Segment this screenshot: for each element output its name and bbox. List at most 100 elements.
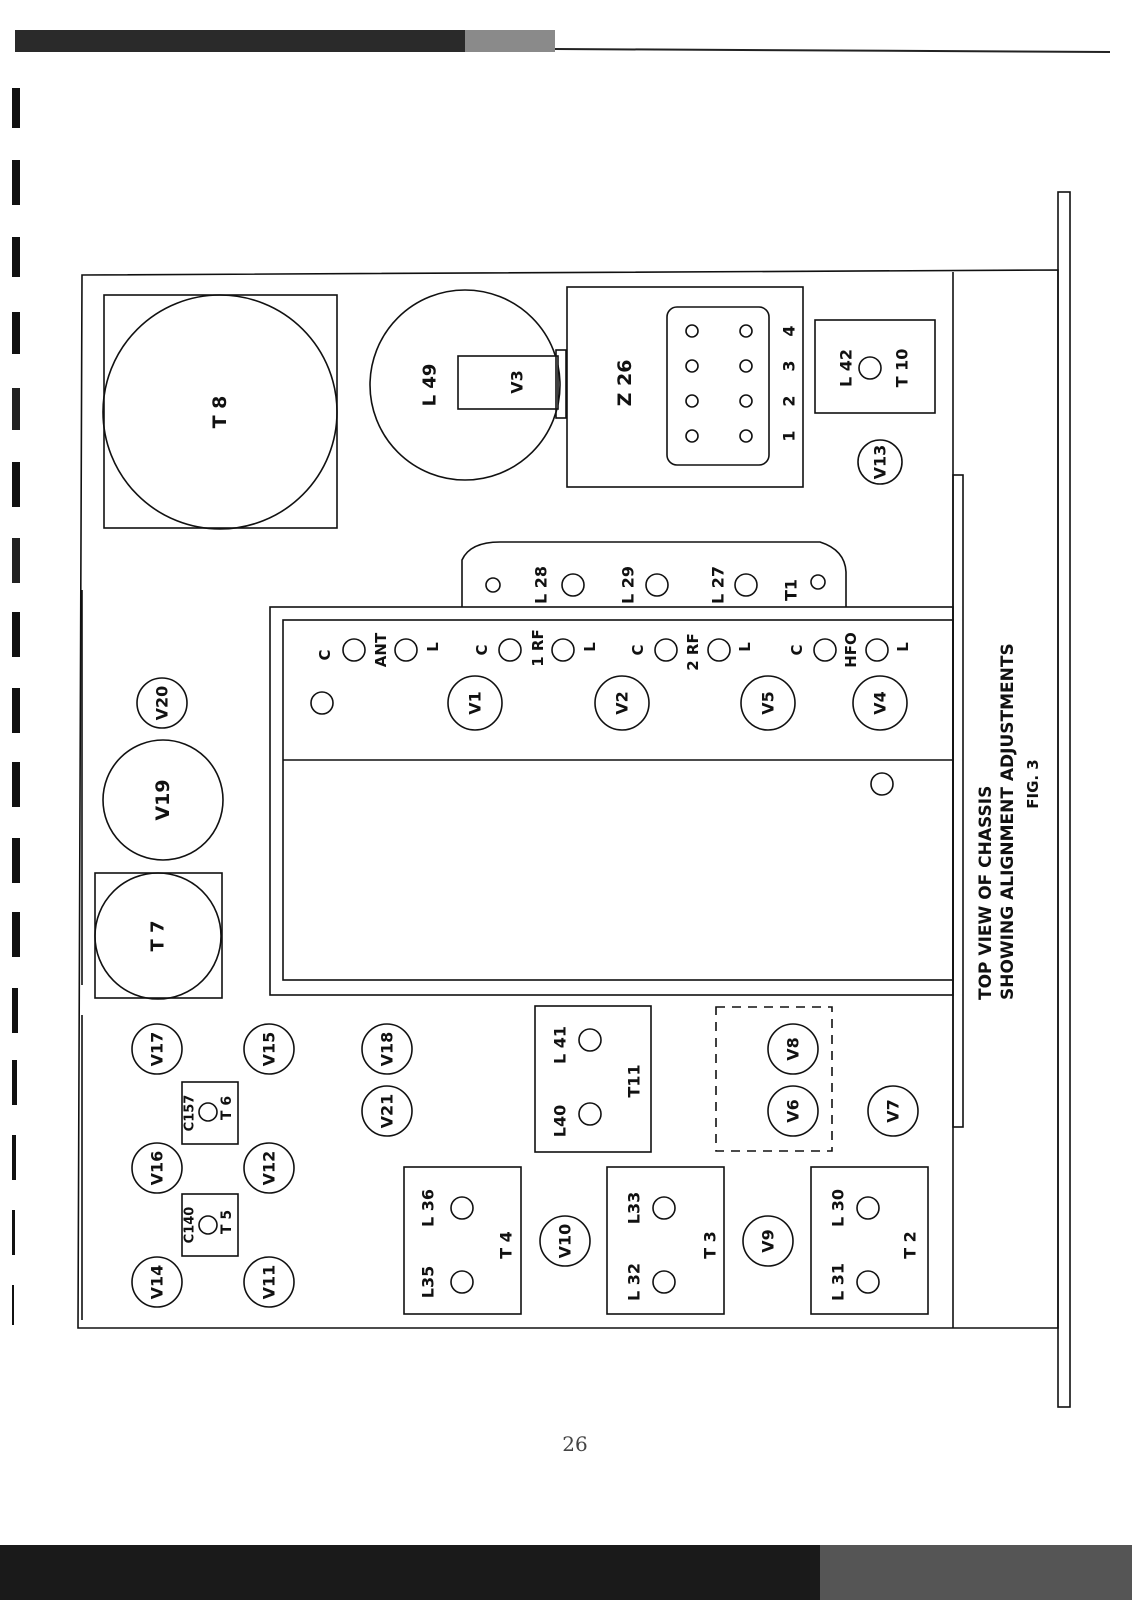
label-t7: T 7 bbox=[148, 920, 169, 951]
adjust-hole-22 bbox=[856, 1196, 880, 1220]
tube-label-v11: V11 bbox=[260, 1265, 279, 1300]
tube-v15 bbox=[243, 1023, 295, 1075]
tube-v17 bbox=[131, 1023, 183, 1075]
label-t10: T 10 bbox=[893, 349, 912, 388]
z26-hole bbox=[739, 324, 753, 338]
label-t8: T 8 bbox=[209, 396, 231, 429]
adjustment-holes bbox=[198, 573, 894, 1294]
adjust-hole-24 bbox=[198, 1215, 218, 1235]
label-l40: L40 bbox=[551, 1105, 570, 1137]
label-t11: T11 bbox=[625, 1064, 644, 1097]
tube-label-v1: V1 bbox=[466, 691, 485, 715]
tube-v21 bbox=[361, 1085, 413, 1137]
label-c: C bbox=[316, 649, 334, 660]
label-c: C bbox=[473, 644, 491, 655]
adjust-hole-14 bbox=[813, 638, 837, 662]
z26-pin-number: 3 bbox=[780, 360, 799, 371]
z26-pin-number: 4 bbox=[780, 325, 799, 336]
label-t5: T 5 bbox=[219, 1210, 235, 1234]
label-hfo: HFO bbox=[842, 632, 860, 668]
tube-v10 bbox=[539, 1215, 591, 1267]
label-z26: Z 26 bbox=[614, 360, 636, 407]
label-l: L bbox=[424, 642, 442, 652]
t10-box bbox=[814, 319, 936, 414]
scan-artifacts bbox=[0, 30, 1132, 1600]
z26-pin-number: 1 bbox=[780, 430, 799, 441]
figure-number: FIG. 3 bbox=[1024, 759, 1042, 809]
z26-hole bbox=[685, 429, 699, 443]
tube-v2 bbox=[594, 675, 650, 731]
tube-label-v6: V6 bbox=[784, 1099, 803, 1123]
tube-label-v13: V13 bbox=[871, 445, 890, 480]
z26-hole bbox=[685, 394, 699, 408]
l49-coil bbox=[369, 289, 567, 481]
tube-label-v14: V14 bbox=[148, 1265, 167, 1300]
label-t3: T 3 bbox=[701, 1231, 720, 1259]
t3-box bbox=[606, 1166, 725, 1315]
tube-label-v7: V7 bbox=[884, 1099, 903, 1123]
label-c: C bbox=[788, 644, 806, 655]
label-l32: L 32 bbox=[625, 1263, 644, 1301]
label-c140: C140 bbox=[183, 1207, 198, 1244]
tube-label-v20: V20 bbox=[153, 686, 172, 721]
adjust-hole-6 bbox=[734, 573, 758, 597]
tube-label-v9: V9 bbox=[759, 1229, 778, 1253]
label-t2: T 2 bbox=[901, 1231, 920, 1259]
tube-v4 bbox=[852, 675, 908, 731]
t4-box bbox=[403, 1166, 522, 1315]
tube-v5 bbox=[740, 675, 796, 731]
tube-v11 bbox=[243, 1256, 295, 1308]
label-l29: L 29 bbox=[619, 566, 638, 604]
t2-box bbox=[810, 1166, 929, 1315]
adjust-hole-25 bbox=[198, 1102, 218, 1122]
adjust-hole-7 bbox=[810, 574, 826, 590]
label-l28: L 28 bbox=[532, 566, 551, 604]
adjust-hole-8 bbox=[342, 638, 366, 662]
adjust-hole-20 bbox=[652, 1196, 676, 1220]
z26-hole bbox=[739, 394, 753, 408]
tube-v9 bbox=[742, 1215, 794, 1267]
tube-v7 bbox=[867, 1085, 919, 1137]
adjust-hole-5 bbox=[645, 573, 669, 597]
tube-v14 bbox=[131, 1256, 183, 1308]
t6-box bbox=[181, 1081, 239, 1145]
label-l42: L 42 bbox=[837, 349, 856, 387]
adjust-hole-18 bbox=[450, 1196, 474, 1220]
tube-v20 bbox=[136, 677, 188, 729]
rf-section bbox=[269, 606, 954, 996]
label-l: L bbox=[581, 642, 599, 652]
label-l30: L 30 bbox=[829, 1189, 848, 1227]
adjust-hole-21 bbox=[652, 1270, 676, 1294]
label-l27: L 27 bbox=[709, 566, 728, 604]
caption-line-2: SHOWING ALIGNMENT ADJUSTMENTS bbox=[998, 643, 1018, 1000]
label-rf1: 1 RF bbox=[529, 629, 547, 666]
label-c: C bbox=[629, 644, 647, 655]
tube-label-v2: V2 bbox=[613, 691, 632, 715]
tube-label-v19: V19 bbox=[152, 779, 174, 820]
label-l31: L 31 bbox=[829, 1263, 848, 1301]
adjust-hole-12 bbox=[654, 638, 678, 662]
label-v3: V3 bbox=[508, 370, 527, 394]
tube-label-v15: V15 bbox=[260, 1032, 279, 1067]
z26-module bbox=[566, 286, 804, 488]
tube-label-v17: V17 bbox=[148, 1032, 167, 1067]
tube-label-v5: V5 bbox=[759, 691, 778, 715]
t8-transformer bbox=[102, 294, 338, 530]
label-l33: L33 bbox=[625, 1192, 644, 1224]
t7-can bbox=[94, 872, 222, 1000]
tube-v18 bbox=[361, 1023, 413, 1075]
tube-label-v12: V12 bbox=[260, 1151, 279, 1186]
tube-label-v16: V16 bbox=[148, 1151, 167, 1186]
page-number: 26 bbox=[562, 1432, 587, 1456]
tube-label-v18: V18 bbox=[378, 1032, 397, 1067]
label-rf2: 2 RF bbox=[684, 633, 702, 670]
adjust-hole-16 bbox=[578, 1028, 602, 1052]
dashed-shield-outline bbox=[715, 1006, 833, 1152]
adjust-hole-3 bbox=[485, 577, 501, 593]
l42-adjust-hole bbox=[858, 356, 882, 380]
z26-hole bbox=[739, 359, 753, 373]
tube-v1 bbox=[447, 675, 503, 731]
